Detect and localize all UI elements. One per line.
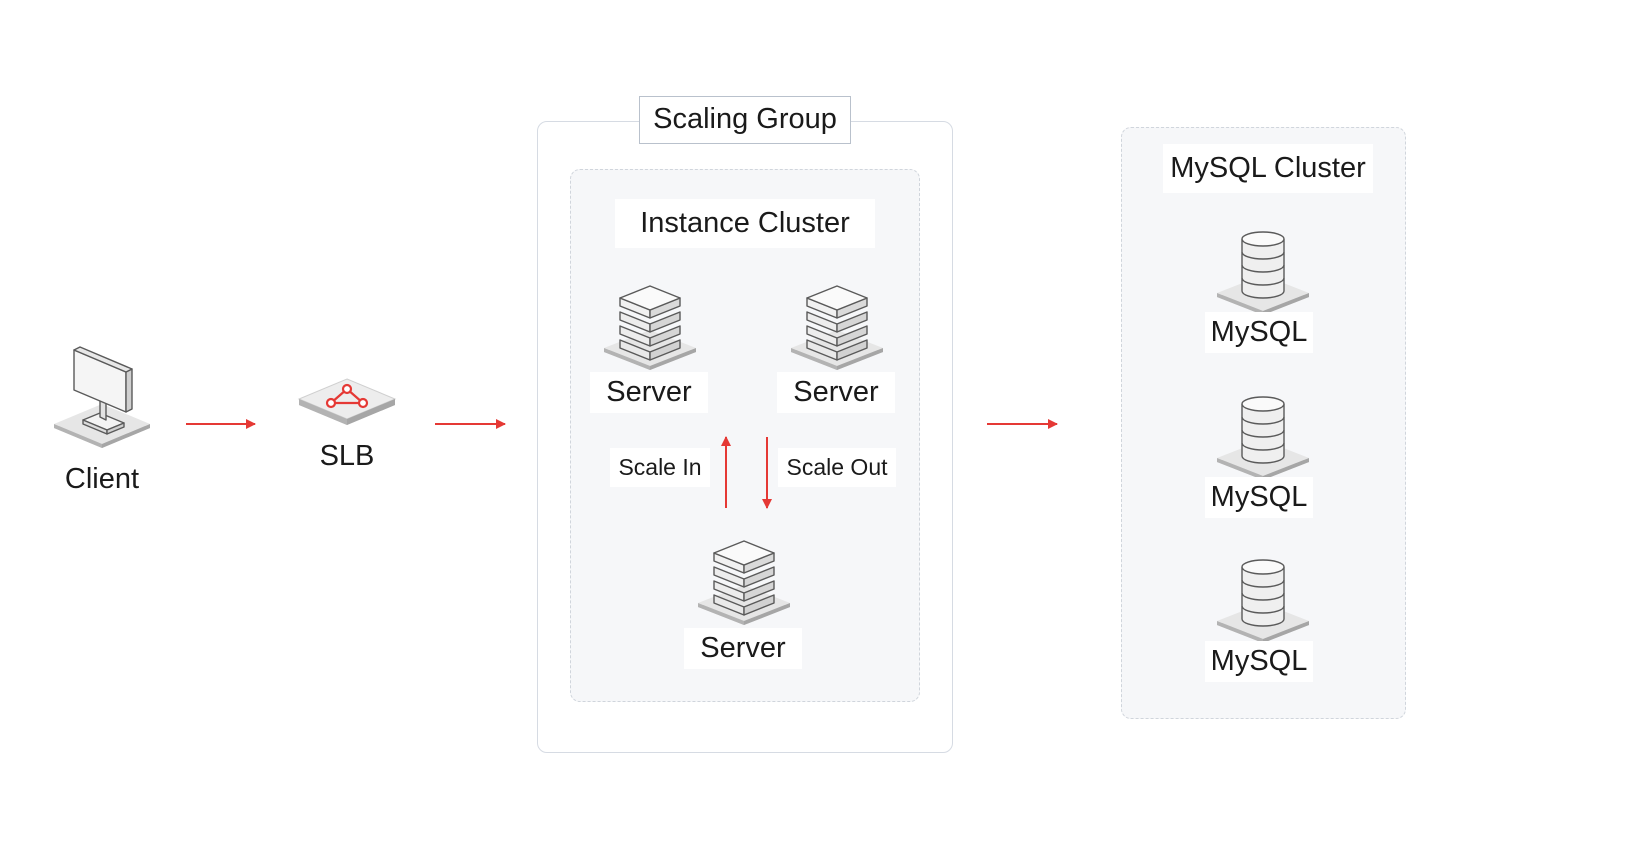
mysql-cluster-title: MySQL Cluster [1163, 144, 1373, 193]
server-label: Server [590, 372, 708, 413]
scale-out-label: Scale Out [778, 448, 896, 487]
instance-cluster-title: Instance Cluster [615, 199, 875, 248]
client-label: Client [50, 463, 154, 496]
scale-in-label: Scale In [610, 448, 710, 487]
server-label: Server [777, 372, 895, 413]
server-label: Server [684, 628, 802, 669]
mysql-label: MySQL [1205, 477, 1313, 518]
slb-label: SLB [305, 440, 389, 473]
mysql-label: MySQL [1205, 641, 1313, 682]
monitor-icon [54, 346, 150, 448]
scaling-group-title: Scaling Group [639, 96, 851, 144]
mysql-label: MySQL [1205, 312, 1313, 353]
load-balancer-icon [297, 378, 397, 425]
